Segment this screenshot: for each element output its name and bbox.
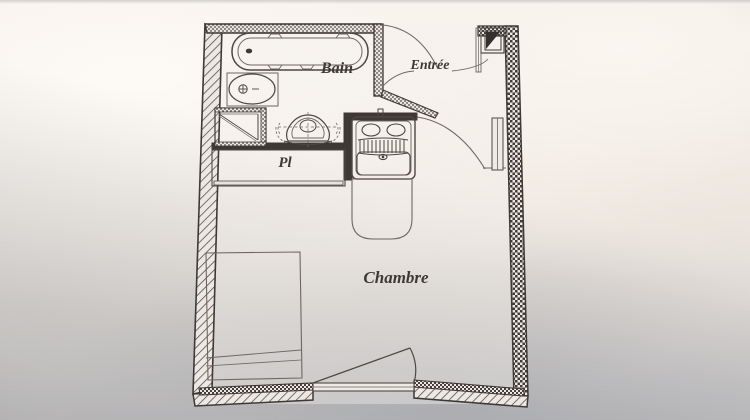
wall-top xyxy=(204,23,382,34)
room-label-placard: Pl xyxy=(278,155,292,171)
partition-entree-diagonal xyxy=(380,89,439,119)
placard-body xyxy=(211,149,346,187)
balcony-door xyxy=(312,347,417,392)
wall-bottom-right xyxy=(413,379,529,408)
closet-small xyxy=(214,107,267,147)
floor-field xyxy=(199,24,527,404)
window-right xyxy=(491,117,504,171)
room-label-chambre: Chambre xyxy=(363,268,429,287)
room-label-entree: Entrée xyxy=(410,58,450,73)
partition-bain-right xyxy=(373,23,384,97)
entry-door xyxy=(382,24,439,70)
entree-leader xyxy=(381,58,489,88)
bed-furniture xyxy=(205,251,303,381)
sheet-top-edge xyxy=(0,0,750,4)
bath-sink-fixture xyxy=(226,72,279,107)
bathtub-fixture xyxy=(231,32,369,71)
kitchen-island xyxy=(351,178,413,240)
room-label-bain: Bain xyxy=(320,60,353,77)
duct xyxy=(475,27,505,73)
wc-fixture xyxy=(275,112,341,147)
